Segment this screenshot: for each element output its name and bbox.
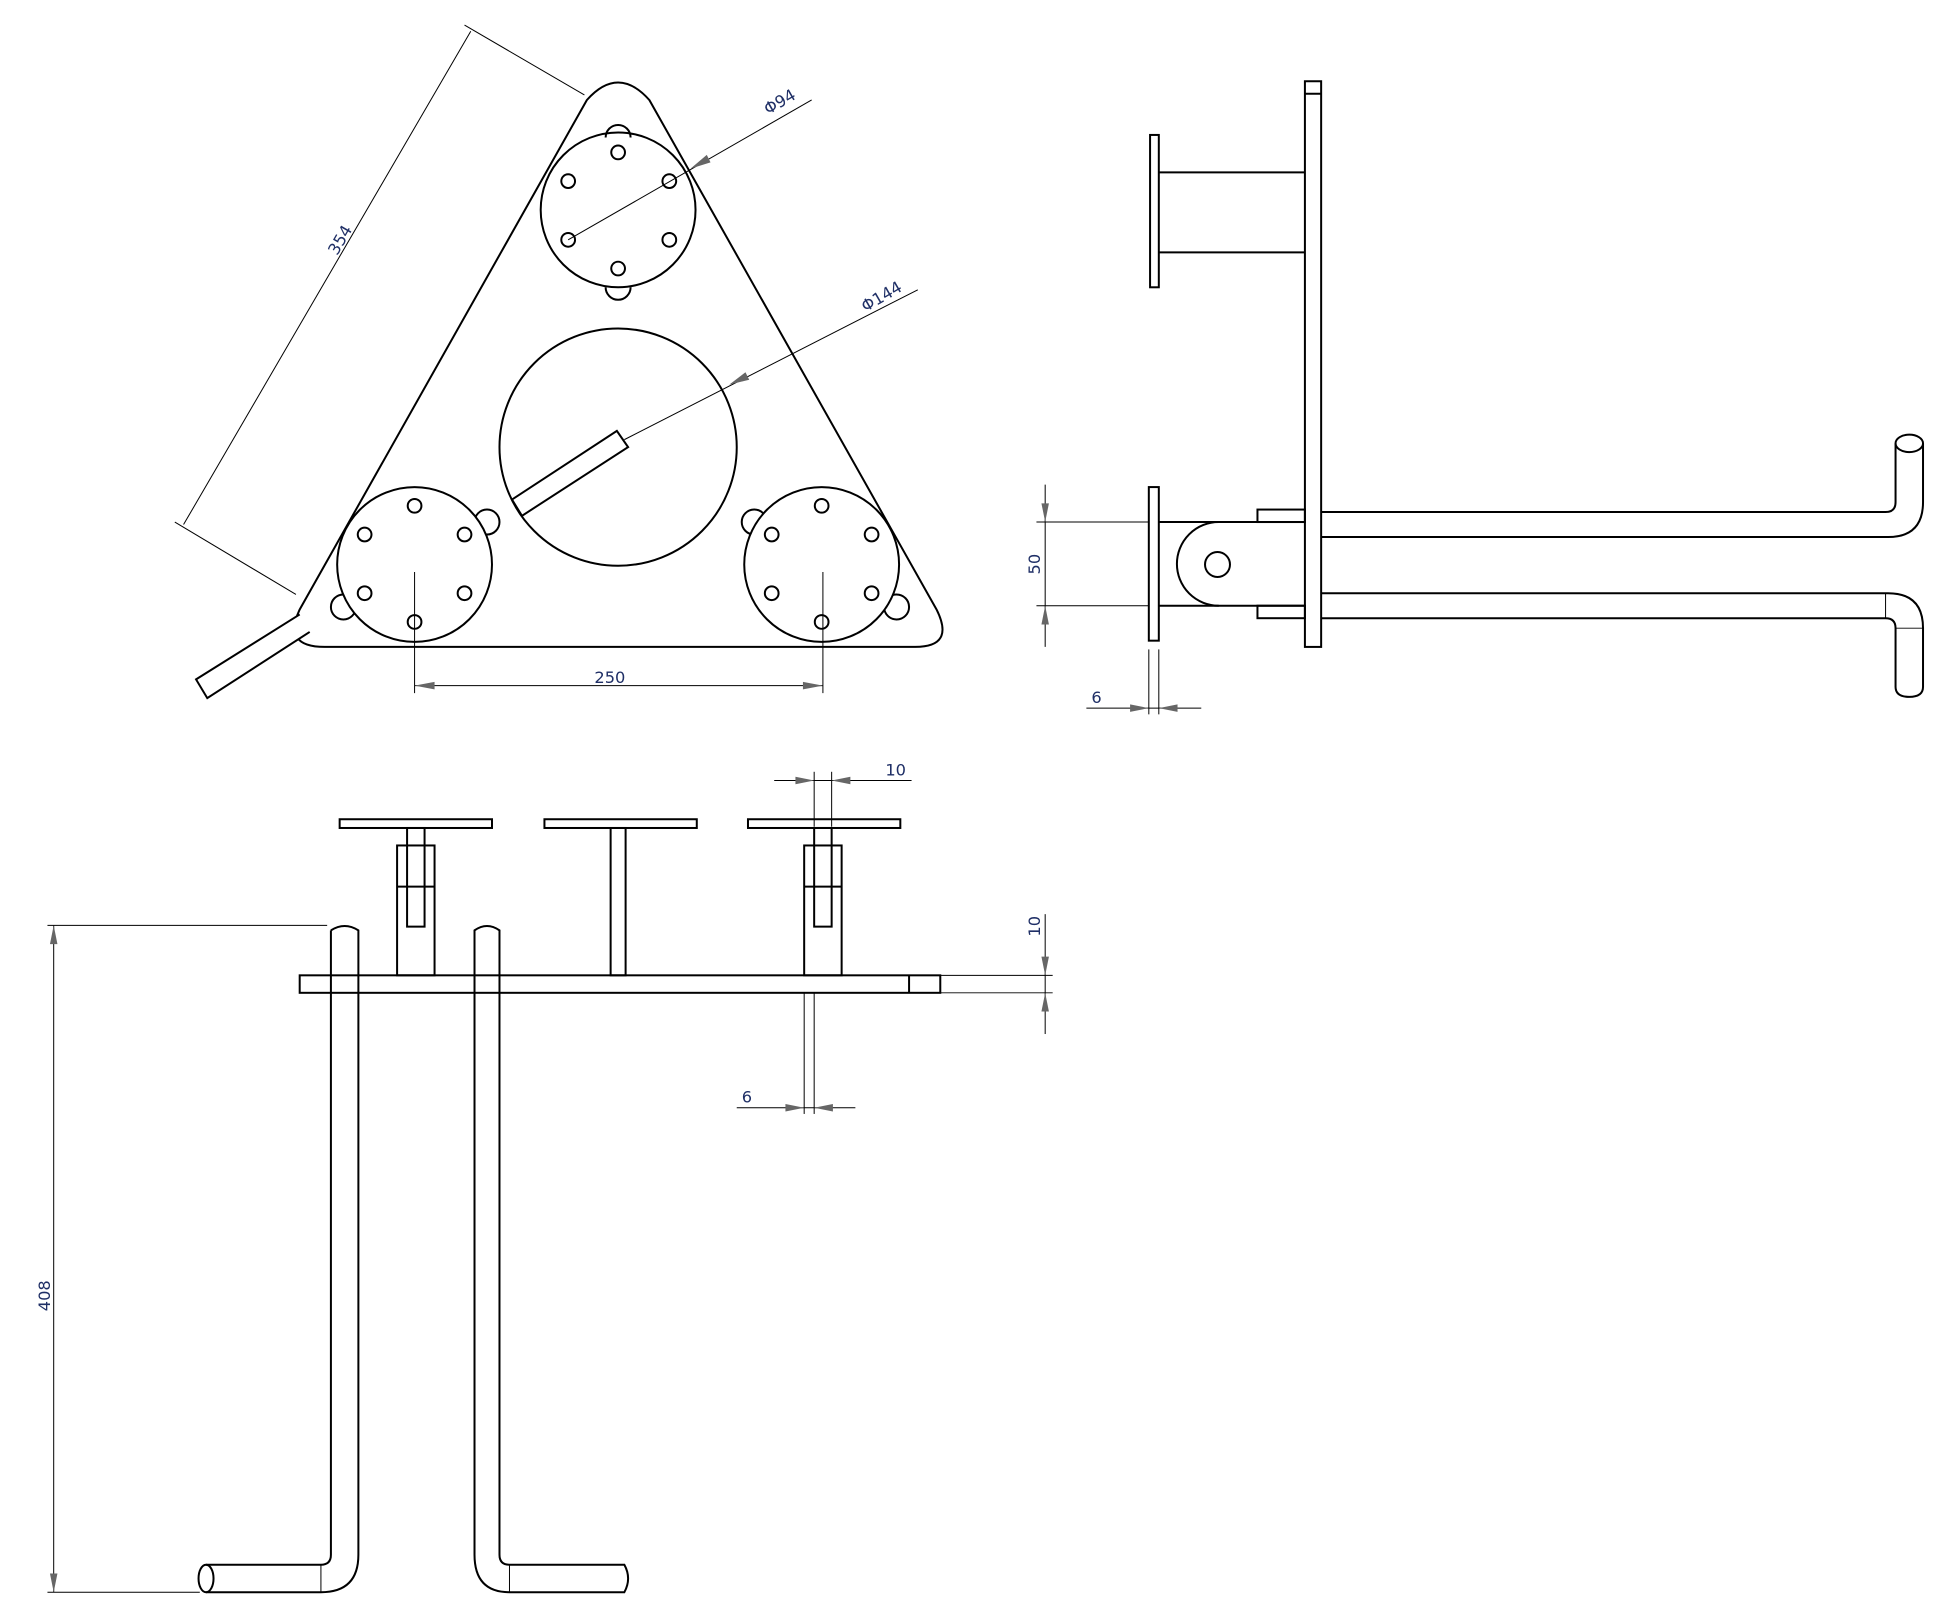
top-view: 354 250 Φ94 Φ144 bbox=[174, 24, 944, 700]
dim-phi144: Φ144 bbox=[858, 277, 905, 315]
center-hole bbox=[498, 327, 738, 567]
main-plate bbox=[1303, 80, 1323, 648]
base-plate bbox=[298, 974, 942, 994]
upper-rod bbox=[1321, 443, 1925, 539]
lower-rod bbox=[1321, 592, 1925, 698]
left-flange bbox=[329, 486, 501, 643]
dim-phi94: Φ94 bbox=[760, 85, 798, 118]
right-flange bbox=[740, 486, 911, 643]
top-flange bbox=[539, 123, 697, 301]
handle bbox=[194, 613, 311, 700]
left-leg bbox=[206, 925, 360, 1594]
dim-354: 354 bbox=[324, 222, 356, 258]
right-leg bbox=[473, 925, 630, 1594]
dim-10-top: 10 bbox=[885, 761, 906, 780]
dim-6-side: 6 bbox=[1091, 688, 1101, 707]
dim-408: 408 bbox=[35, 1280, 54, 1311]
front-view: 408 10 10 6 bbox=[35, 761, 1053, 1594]
dim-10-right: 10 bbox=[1025, 916, 1044, 937]
side-view: 50 6 bbox=[1025, 80, 1925, 715]
dim-250: 250 bbox=[594, 668, 625, 687]
dim-6-front: 6 bbox=[742, 1088, 752, 1107]
dim-50: 50 bbox=[1025, 554, 1044, 575]
center-bar bbox=[510, 429, 630, 518]
